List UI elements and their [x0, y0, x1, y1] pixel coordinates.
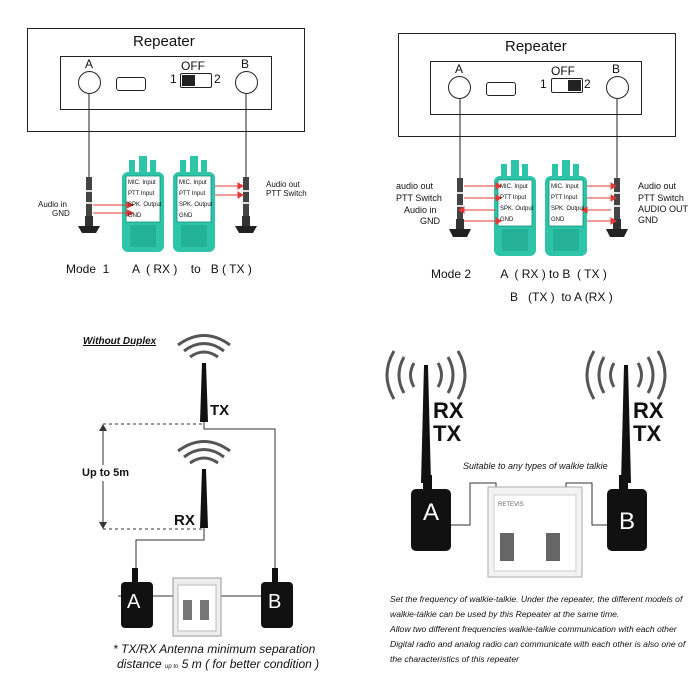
right-signal-icon — [585, 350, 667, 400]
audio-out-label: Audio out — [638, 181, 677, 191]
repeater-title: Repeater — [133, 33, 195, 50]
switch-1-label: 1 — [540, 77, 547, 91]
description-line: Digital radio and analog radio can commu… — [390, 639, 686, 649]
port-a-jack — [78, 71, 101, 94]
left-antenna-icon — [421, 365, 431, 483]
tx-label-left: TX — [433, 421, 462, 446]
suitable-caption: Suitable to any types of walkie talkie — [463, 461, 608, 471]
ptt-switch-label: PTT Switch — [396, 193, 442, 203]
rx-label-right: RX — [633, 398, 664, 423]
radio-a-icon — [411, 475, 451, 551]
gnd-label: GND — [420, 216, 440, 226]
radio-a-label: A — [127, 591, 141, 613]
audio-plug-right — [606, 178, 628, 237]
usb-port — [116, 77, 146, 91]
walkie-talkie-right — [173, 156, 215, 252]
separation-note-line1: * TX/RX Antenna minimum separation — [113, 642, 316, 656]
ptt-switch-label: PTT Switch — [266, 189, 307, 198]
tx-antenna-icon — [200, 363, 208, 422]
left-signal-icon — [385, 350, 467, 400]
tx-label: TX — [210, 402, 230, 419]
walkie-talkie-left — [494, 160, 536, 256]
pin-label: PTT Input — [551, 195, 578, 201]
radio-a-icon — [121, 568, 153, 628]
description-line: the characteristics of this repeater — [390, 654, 519, 664]
radio-b-label: B — [268, 591, 282, 613]
pin-label: GND — [551, 217, 565, 223]
ptt-switch-label: PTT Switch — [638, 193, 684, 203]
port-b-jack — [606, 76, 629, 99]
audio-plug-left — [449, 178, 471, 237]
mode2-caption-line1: Mode 2 A ( RX ) to B ( TX ) — [431, 267, 607, 281]
description-line: Allow two different frequencies walkie-t… — [390, 624, 677, 634]
pin-label: MIC. Input — [551, 184, 579, 190]
repeater-title: Repeater — [505, 38, 567, 55]
mode2-wiring-diagram — [449, 99, 628, 256]
port-b-label: B — [612, 62, 621, 76]
pin-label: GND — [128, 213, 142, 219]
description-line: walkie-talkie can be used by this Repeat… — [390, 609, 620, 619]
walkie-talkie-left — [122, 156, 164, 252]
pin-label: SPK. Output — [128, 202, 162, 208]
radio-b-icon — [261, 568, 293, 628]
radio-b-label: B — [619, 508, 636, 535]
mode-switch[interactable] — [551, 78, 583, 93]
description-line: Set the frequency of walkie-talkie. Unde… — [390, 594, 683, 604]
rx-antenna-icon — [200, 469, 208, 528]
pin-label: MIC. Input — [179, 180, 207, 186]
switch-1-label: 1 — [170, 72, 177, 86]
pin-label: PTT Input — [500, 195, 527, 201]
switch-off-label: OFF — [551, 64, 575, 78]
switch-2-label: 2 — [584, 77, 591, 91]
audio-in-label: Audio in — [38, 200, 67, 209]
port-a-label: A — [85, 57, 94, 71]
rx-label-left: RX — [433, 398, 464, 423]
repeater-description: Set the frequency of walkie-talkie. Unde… — [390, 592, 696, 667]
audio-out-label-upper: AUDIO OUT — [638, 204, 689, 214]
port-b-label: B — [241, 57, 250, 71]
gnd-label: GND — [52, 209, 70, 218]
port-a-label: A — [455, 62, 464, 76]
switch-2-label: 2 — [214, 72, 221, 86]
pin-label: MIC. Input — [128, 180, 156, 186]
pin-label: PTT Input — [179, 191, 206, 197]
pin-label: PTT Input — [128, 191, 155, 197]
distance-label: Up to 5m — [82, 465, 130, 481]
pin-label: GND — [179, 213, 193, 219]
radio-b-icon — [607, 475, 647, 551]
without-duplex-heading: Without Duplex — [83, 336, 157, 347]
tx-signal-icon — [177, 334, 231, 359]
pin-label: MIC. Input — [500, 184, 528, 190]
with-duplex-diagram — [385, 350, 667, 578]
device-brand: RETEVIS — [498, 502, 524, 508]
audio-out-label: audio out — [396, 181, 434, 191]
repeater-device-icon — [487, 486, 583, 578]
rx-signal-icon — [177, 440, 231, 465]
radio-a-label: A — [423, 499, 440, 526]
mode2-caption-line2: B (TX ) to A (RX ) — [510, 290, 613, 304]
audio-plug-right — [235, 177, 257, 233]
pin-label: SPK. Output — [179, 202, 213, 208]
gnd-label: GND — [638, 215, 658, 225]
rx-label: RX — [174, 512, 195, 529]
mode1-wiring-diagram — [78, 94, 257, 252]
switch-off-label: OFF — [181, 59, 205, 73]
pin-label: GND — [500, 217, 514, 223]
mode1-caption: Mode 1 A ( RX ) to B ( TX ) — [66, 262, 252, 276]
pin-label: SPK. Output — [500, 206, 534, 212]
tx-label-right: TX — [633, 421, 662, 446]
audio-out-label: Audio out — [266, 180, 300, 189]
port-a-jack — [448, 76, 471, 99]
pin-label: SPK. Output — [551, 206, 585, 212]
without-duplex-diagram — [99, 334, 293, 637]
audio-in-label: Audio in — [404, 205, 437, 215]
repeater-device-icon — [172, 577, 222, 637]
usb-port — [486, 82, 516, 96]
right-antenna-icon — [621, 365, 631, 483]
mode-switch[interactable] — [180, 73, 212, 88]
port-b-jack — [235, 71, 258, 94]
audio-plug-left — [78, 177, 100, 233]
walkie-talkie-right — [545, 160, 587, 256]
separation-note-line2: distance up to 5 m ( for better conditio… — [117, 657, 320, 671]
